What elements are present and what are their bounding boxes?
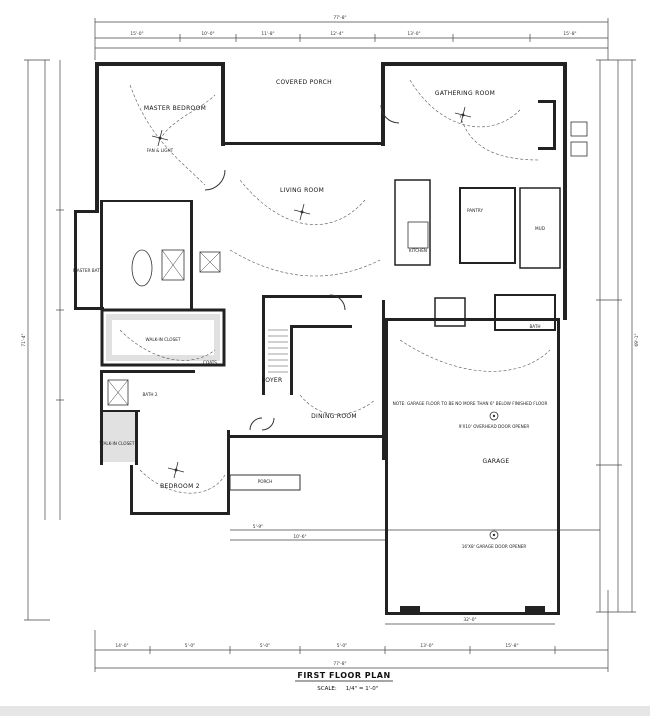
top-dim-5: 13'-0" [407,31,420,37]
ceiling-fan-icon [454,106,472,124]
dimension-labels: 77'-8" 15'-0" 10'-0" 11'-8" 12'-4" 13'-0… [21,15,640,667]
room-garage: GARAGE [483,458,510,465]
right-overall-dimension: 69'-1" [634,333,640,346]
garage-door-note-2: 16'X8' GARAGE DOOR OPENER [462,544,527,549]
ceiling-fan-icon [151,129,169,147]
drawing-title: FIRST FLOOR PLAN [297,671,390,680]
room-pantry: PANTRY [467,208,483,213]
left-overall-dimension: 71'-4" [21,333,27,346]
bottom-dim-2: 5'-0" [185,643,195,649]
top-overall-dimension: 77'-8" [333,15,346,21]
bottom-dim-3: 5'-0" [260,643,270,649]
room-bath: BATH [529,324,540,329]
fan-light-note: FAN & LIGHT [147,148,174,153]
room-bath-2: BATH 2 [142,392,157,397]
ceiling-fan-icon [167,461,185,479]
footer-strip [0,706,650,716]
room-gathering-room: GATHERING ROOM [435,90,495,97]
room-kitchen: KITCHEN [409,248,427,253]
room-walk-in-closet-2: WALK-IN CLOSET [100,441,135,446]
room-foyer: FOYER [262,377,283,384]
room-coats: COATS [203,360,217,365]
title-block: FIRST FLOOR PLAN SCALE: 1/4" = 1'-0" [295,671,393,692]
room-master-bath: MASTER BATH [73,268,103,273]
porch-span-dimension: 5'-9" [253,524,263,530]
dining-span-dimension: 10'-6" [293,534,306,540]
scale-label: SCALE: [317,686,337,692]
bottom-dim-5: 13'-0" [420,643,433,649]
ceiling-fan-icon [293,203,311,221]
garage-door-note-1: 9'X10' OVERHEAD DOOR OPENER [459,424,530,429]
walls [74,62,567,615]
room-dining-room: DINING ROOM [311,413,357,420]
top-dim-1: 15'-0" [130,31,143,37]
room-living-room: LIVING ROOM [280,187,324,194]
bottom-dim-4: 5'-0" [337,643,347,649]
stairs-and-fixtures [107,104,588,540]
plan-notes: NOTE: GARAGE FLOOR TO BE NO MORE THAN 6"… [147,148,548,549]
top-dim-6: 15'-8" [563,31,576,37]
garage-width-dimension: 32'-0" [463,617,476,623]
room-covered-porch: COVERED PORCH [276,79,332,86]
room-master-bedroom: MASTER BEDROOM [144,105,206,112]
top-dim-4: 12'-4" [330,31,343,37]
top-dim-2: 10'-0" [201,31,214,37]
electrical-runs [119,79,551,494]
room-bedroom-2: BEDROOM 2 [160,483,200,490]
room-labels: MASTER BEDROOM COVERED PORCH GATHERING R… [73,79,545,490]
bottom-dim-1: 14'-0" [115,643,128,649]
top-dim-3: 11'-8" [261,31,274,37]
scale-value: 1/4" = 1'-0" [346,686,379,692]
garage-note: NOTE: GARAGE FLOOR TO BE NO MORE THAN 6"… [393,401,548,406]
room-porch: PORCH [258,479,273,484]
bottom-overall-dimension: 77'-8" [333,661,346,667]
room-mud: MUD [535,226,545,231]
room-walk-in-closet-1: WALK-IN CLOSET [146,337,181,342]
bottom-dim-6: 15'-8" [505,643,518,649]
dimension-lines [24,18,636,672]
